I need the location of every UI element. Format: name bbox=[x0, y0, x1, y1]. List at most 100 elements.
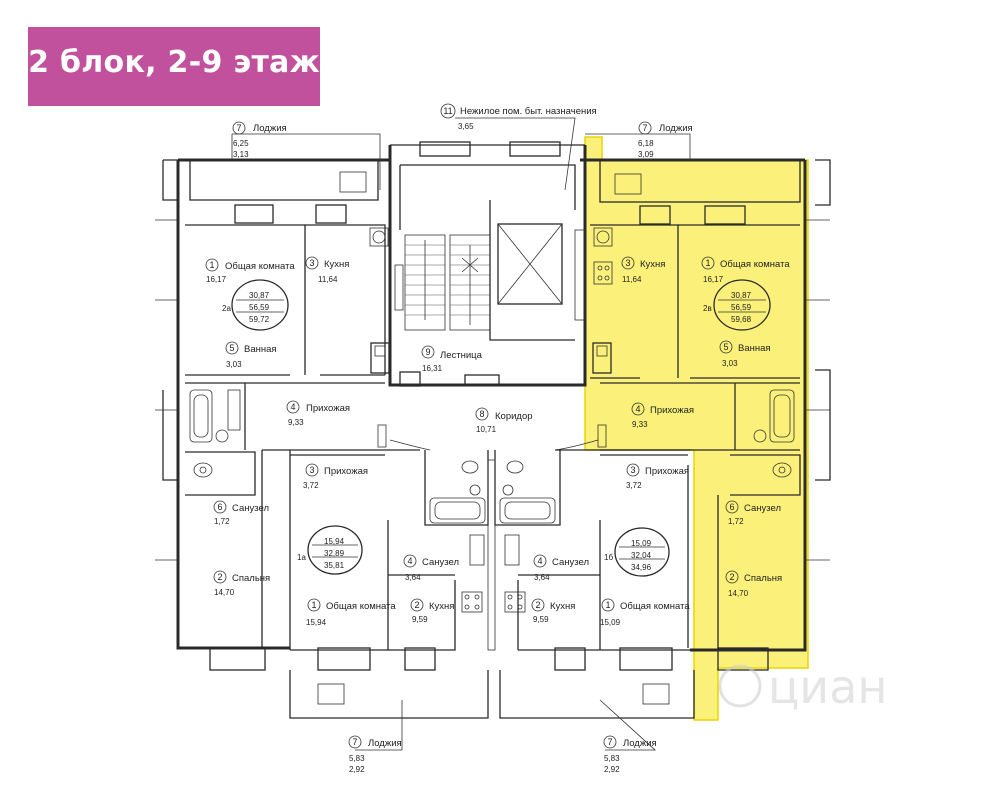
tl-bath-num: 5 bbox=[229, 343, 234, 353]
loggia-br-num: 7 bbox=[607, 737, 612, 747]
tr-apt-living: 30,87 bbox=[731, 291, 752, 300]
tl-hall-num: 4 bbox=[290, 402, 295, 412]
cian-watermark: циан bbox=[718, 660, 887, 714]
tr-hall-area: 9,33 bbox=[632, 420, 648, 429]
tl-apt-code: 2а bbox=[222, 304, 231, 313]
tr-living-name: Общая комната bbox=[720, 259, 790, 270]
loggia-tl-v1: 6,25 bbox=[233, 139, 249, 148]
tl-bath-name: Ванная bbox=[244, 344, 277, 355]
bl-wc-num: 4 bbox=[407, 556, 412, 566]
br-wc-name: Санузел bbox=[552, 557, 589, 568]
tr-bed-num: 2 bbox=[729, 572, 734, 582]
tl-wc-num: 6 bbox=[217, 502, 222, 512]
tr-wc-area: 1,72 bbox=[728, 517, 744, 526]
labels-apartment-top-right: 3 Кухня 11,64 1 Общая комната 16,17 5 Ва… bbox=[621, 256, 790, 598]
tr-bed-name: Спальня bbox=[744, 573, 782, 584]
tl-hall-name: Прихожая bbox=[306, 403, 350, 414]
loggia-bl-num: 7 bbox=[352, 737, 357, 747]
bl-hall-name: Прихожая bbox=[324, 466, 368, 477]
bl-kitchen-name: Кухня bbox=[429, 601, 454, 612]
bl-living-num: 1 bbox=[311, 600, 316, 610]
br-hall-area: 3,72 bbox=[626, 481, 642, 490]
tr-kitchen-num: 3 bbox=[625, 258, 630, 268]
br-apt-code: 1б bbox=[604, 553, 613, 562]
br-living-name: Общая комната bbox=[620, 601, 690, 612]
loggia-br-name: Лоджия bbox=[623, 738, 657, 749]
tr-apt-with-loggia: 59,68 bbox=[731, 315, 752, 324]
labels-apartment-bottom-right: 3 Прихожая 3,72 4 Санузел 3,64 2 Кухня 9… bbox=[531, 463, 690, 627]
tl-living-area: 16,17 bbox=[206, 275, 227, 284]
loggia-bl-name: Лоджия bbox=[368, 738, 402, 749]
stair-core bbox=[388, 141, 587, 387]
apartment-top-right bbox=[590, 224, 801, 650]
tr-bed-area: 14,70 bbox=[728, 589, 749, 598]
corridor-walls bbox=[245, 382, 735, 451]
corridor-num: 8 bbox=[479, 409, 484, 419]
loggia-tl-num: 7 bbox=[236, 123, 241, 133]
bl-wc-name: Санузел bbox=[422, 557, 459, 568]
loggia-tr-v2: 3,09 bbox=[638, 150, 654, 159]
tl-apt-with-loggia: 59,72 bbox=[249, 315, 270, 324]
label-stair: 9 Лестница 16,31 bbox=[421, 345, 483, 373]
bl-kitchen-area: 9,59 bbox=[412, 615, 428, 624]
loggia-bottom bbox=[209, 647, 769, 719]
corridor-v1: 10,71 bbox=[476, 425, 497, 434]
loggia-bl-v1: 5,83 bbox=[349, 754, 365, 763]
apartment-bottom-right bbox=[487, 450, 690, 651]
label-loggia-top-left: 7 Лоджия 6,25 3,13 bbox=[232, 121, 287, 159]
loggia-top-right bbox=[599, 159, 801, 225]
br-apt-living: 15,09 bbox=[631, 539, 652, 548]
apartment-top-left bbox=[185, 224, 390, 650]
nonres-v1: 3,65 bbox=[458, 122, 474, 131]
tl-bath-area: 3,03 bbox=[226, 360, 242, 369]
tl-bed-num: 2 bbox=[217, 572, 222, 582]
tl-bed-name: Спальня bbox=[232, 573, 270, 584]
br-wc-num: 4 bbox=[537, 556, 542, 566]
loggia-top-left bbox=[189, 159, 379, 224]
tr-wc-num: 6 bbox=[729, 502, 734, 512]
tl-wc-area: 1,72 bbox=[214, 517, 230, 526]
label-loggia-bottom-left: 7 Лоджия 5,83 2,92 bbox=[348, 735, 402, 774]
label-nonres: 11 Нежилое пом. быт. назначения 3,65 bbox=[440, 103, 597, 131]
nonres-name: Нежилое пом. быт. назначения bbox=[460, 106, 597, 117]
loggia-tl-v2: 3,13 bbox=[233, 150, 249, 159]
bl-wc-area: 3,64 bbox=[405, 573, 421, 582]
tl-hall-area: 9,33 bbox=[288, 418, 304, 427]
tr-living-area: 16,17 bbox=[703, 275, 724, 284]
br-apt-total: 32,04 bbox=[631, 551, 652, 560]
bl-apt-with-loggia: 35,81 bbox=[324, 561, 345, 570]
tr-living-num: 1 bbox=[705, 258, 710, 268]
tr-bath-name: Ванная bbox=[738, 343, 771, 354]
bl-living-area: 15,94 bbox=[306, 618, 327, 627]
tl-kitchen-area: 11,64 bbox=[318, 275, 338, 284]
tr-bath-num: 5 bbox=[723, 342, 728, 352]
tl-apt-living: 30,87 bbox=[249, 291, 270, 300]
tr-hall-num: 4 bbox=[635, 404, 640, 414]
br-kitchen-name: Кухня bbox=[550, 601, 575, 612]
nonres-num: 11 bbox=[443, 106, 452, 116]
loggia-tr-name: Лоджия bbox=[659, 123, 693, 134]
tr-apt-code: 2в bbox=[703, 304, 712, 313]
tr-kitchen-area: 11,64 bbox=[622, 275, 642, 284]
tl-living-num: 1 bbox=[209, 260, 214, 270]
block-floor-badge: 2 блок, 2-9 этаж bbox=[28, 27, 320, 106]
labels-apartment-top-left: 1 Общая комната 16,17 3 Кухня 11,64 5 Ва… bbox=[205, 256, 350, 597]
labels-apartment-bottom-left: 3 Прихожая 3,72 4 Санузел 3,64 2 Кухня 9… bbox=[297, 463, 459, 627]
bl-hall-num: 3 bbox=[309, 465, 314, 475]
bl-hall-area: 3,72 bbox=[303, 481, 319, 490]
loggia-tl-name: Лоджия bbox=[253, 123, 287, 134]
br-hall-num: 3 bbox=[630, 465, 635, 475]
loggia-tr-num: 7 bbox=[642, 123, 647, 133]
label-corridor: 8 Коридор 10,71 bbox=[475, 407, 533, 434]
tl-living-name: Общая комната bbox=[225, 261, 295, 272]
br-living-area: 15,09 bbox=[600, 618, 621, 627]
tl-kitchen-name: Кухня bbox=[324, 259, 349, 270]
corridor-name: Коридор bbox=[495, 411, 533, 422]
tr-kitchen-name: Кухня bbox=[640, 259, 665, 270]
tr-apt-total: 56,59 bbox=[731, 303, 752, 312]
br-kitchen-area: 9,59 bbox=[533, 615, 549, 624]
label-loggia-bottom-right: 7 Лоджия 5,83 2,92 bbox=[603, 735, 657, 774]
stair-v1: 16,31 bbox=[422, 364, 443, 373]
